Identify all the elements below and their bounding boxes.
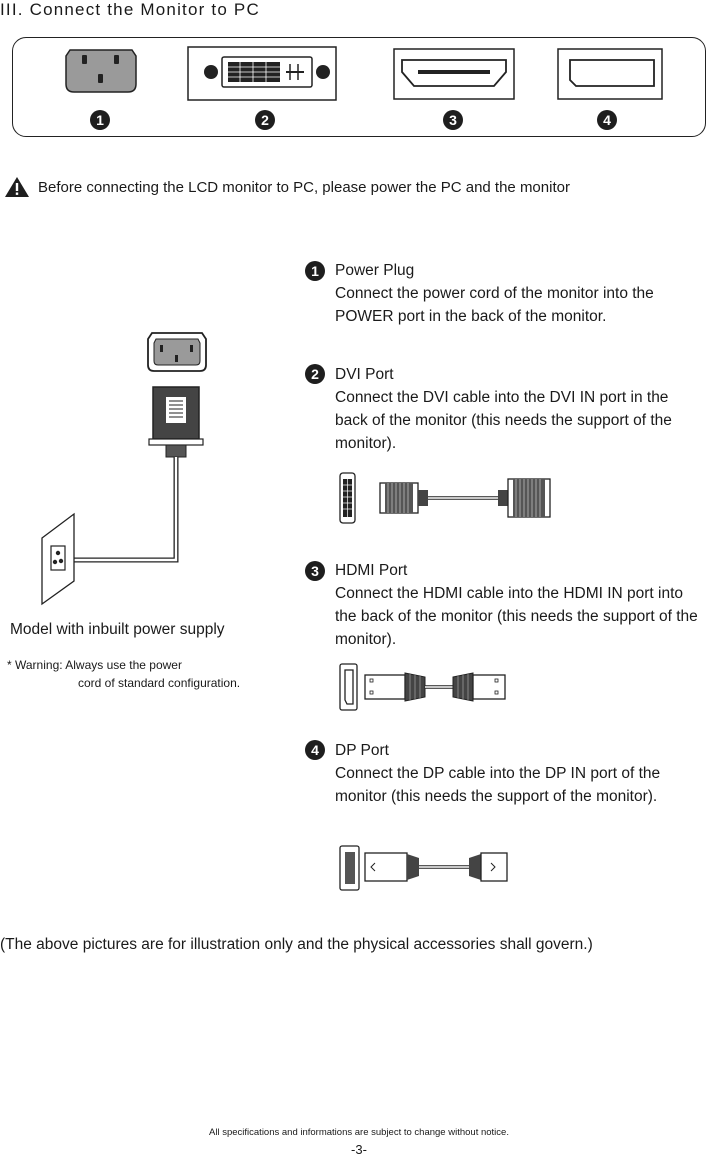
power-cord-warning-note: * Warning: Always use the power cord of … xyxy=(7,656,240,692)
port-badge-2: 2 xyxy=(255,110,275,130)
port-badge-3: 3 xyxy=(443,110,463,130)
port-badge-4: 4 xyxy=(597,110,617,130)
dp-port-icon xyxy=(557,48,663,100)
page-number: -3- xyxy=(351,1142,367,1157)
illustration-disclaimer: (The above pictures are for illustration… xyxy=(0,936,593,953)
item-title-dp-port: DP Port xyxy=(335,742,389,759)
power-cord-illustration xyxy=(41,332,207,606)
port-badge-1: 1 xyxy=(90,110,110,130)
dvi-cable-illustration xyxy=(339,472,551,524)
power-socket-icon xyxy=(65,49,137,93)
footer-notice: All specifications and informations are … xyxy=(209,1127,509,1138)
item-badge-2: 2 xyxy=(305,364,325,384)
item-title-power-plug: Power Plug xyxy=(335,262,415,279)
item-body-dvi-port: Connect the DVI cable into the DVI IN po… xyxy=(335,389,672,452)
item-badge-1: 1 xyxy=(305,261,325,281)
hdmi-cable-illustration xyxy=(339,663,506,711)
power-illustration-label: Model with inbuilt power supply xyxy=(10,621,225,638)
page-title: III. Connect the Monitor to PC xyxy=(0,0,260,19)
warning-triangle-icon xyxy=(5,177,29,197)
item-badge-4: 4 xyxy=(305,740,325,760)
rear-ports-graphic xyxy=(65,46,663,101)
hdmi-port-icon xyxy=(393,48,515,100)
item-body-power-plug: Connect the power cord of the monitor in… xyxy=(335,285,654,325)
dvi-port-icon xyxy=(187,46,337,101)
warning-text: Before connecting the LCD monitor to PC,… xyxy=(38,178,570,196)
note-line-1: * Warning: Always use the power xyxy=(7,658,182,672)
warning-notice: Before connecting the LCD monitor to PC,… xyxy=(4,176,570,198)
item-body-hdmi-port: Connect the HDMI cable into the HDMI IN … xyxy=(335,585,698,648)
item-body-dp-port: Connect the DP cable into the DP IN port… xyxy=(335,765,661,805)
item-title-dvi-port: DVI Port xyxy=(335,366,394,383)
item-badge-3: 3 xyxy=(305,561,325,581)
rear-ports-panel xyxy=(12,37,706,137)
dp-cable-illustration xyxy=(339,845,508,891)
item-title-hdmi-port: HDMI Port xyxy=(335,562,408,579)
note-line-2: cord of standard configuration. xyxy=(78,676,241,690)
